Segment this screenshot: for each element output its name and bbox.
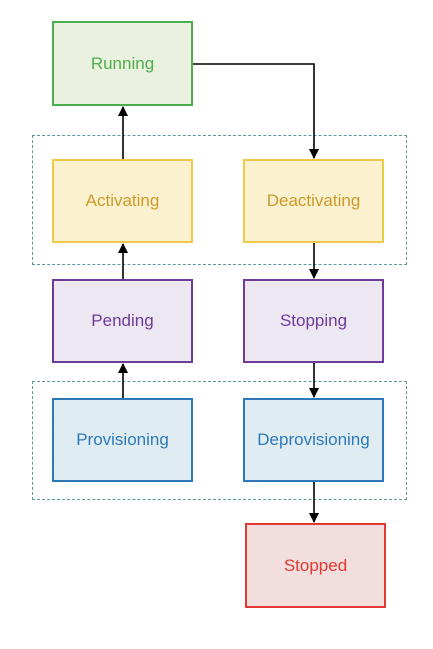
- state-stopped-label: Stopped: [283, 555, 348, 575]
- provisioning-group: [32, 381, 407, 500]
- state-deactivating-label: Deactivating: [266, 191, 361, 210]
- state-provisioning-label: Provisioning: [76, 430, 169, 449]
- state-pending-label: Pending: [91, 311, 154, 330]
- state-activating-label: Activating: [85, 191, 160, 210]
- state-stopped[interactable]: Stopped: [245, 523, 386, 608]
- state-deactivating[interactable]: Deactivating: [243, 159, 384, 243]
- state-provisioning[interactable]: Provisioning: [52, 398, 193, 482]
- state-pending[interactable]: Pending: [52, 279, 193, 363]
- state-stopping[interactable]: Stopping: [243, 279, 384, 363]
- state-running-label: Running: [90, 53, 155, 73]
- state-deprovisioning[interactable]: Deprovisioning: [243, 398, 384, 482]
- state-running[interactable]: Running: [52, 21, 193, 106]
- state-stopping-label: Stopping: [279, 311, 348, 330]
- state-deprovisioning-label: Deprovisioning: [257, 430, 370, 449]
- state-activating[interactable]: Activating: [52, 159, 193, 243]
